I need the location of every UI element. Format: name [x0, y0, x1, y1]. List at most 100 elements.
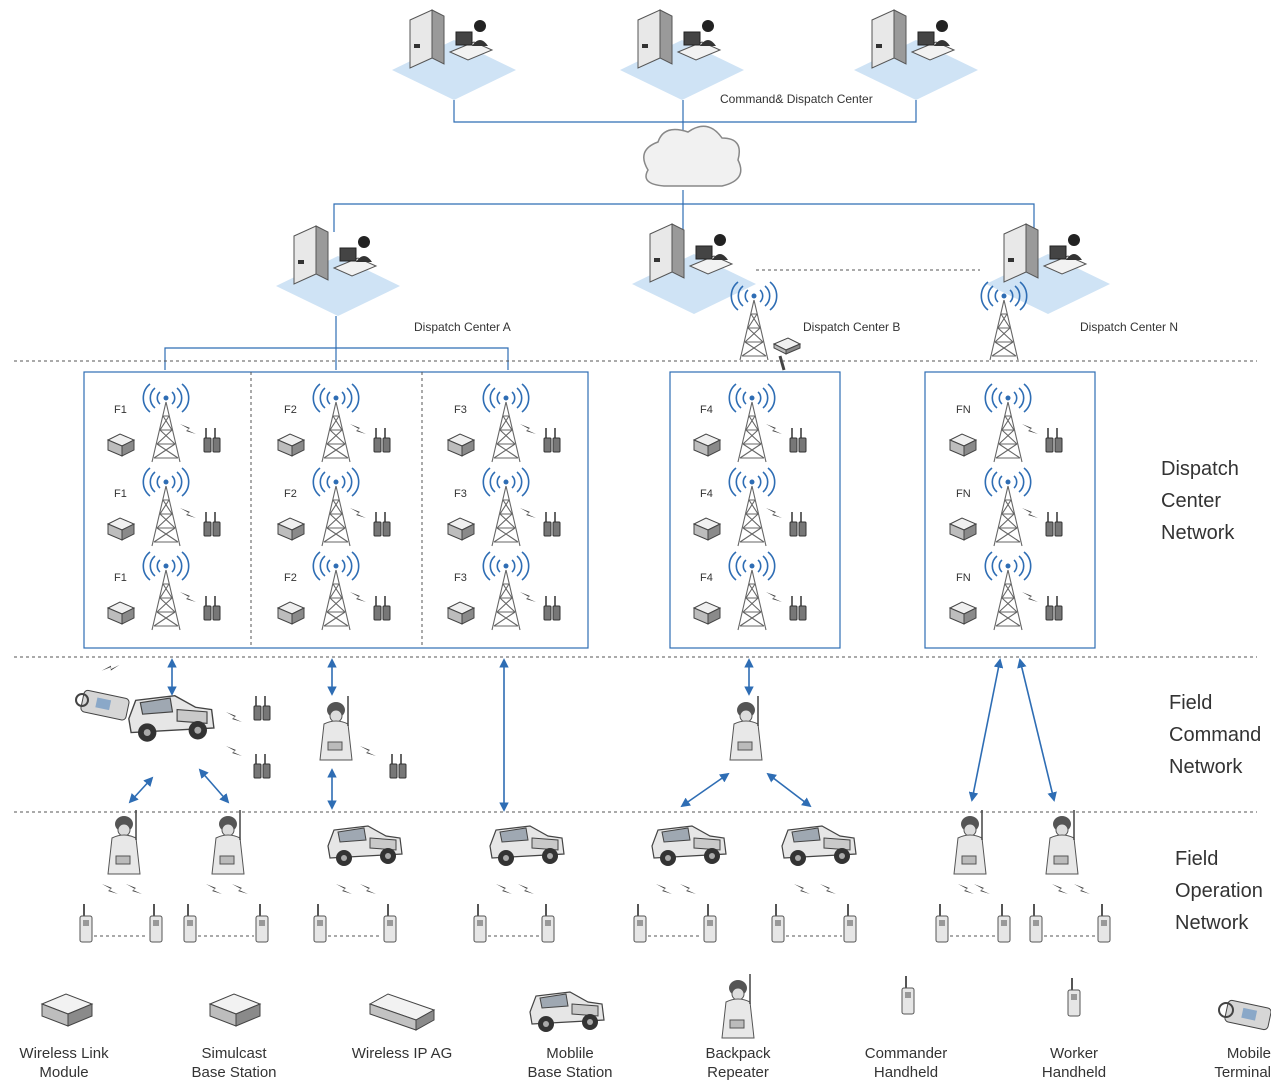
command-dispatch-center-label: Command& Dispatch Center — [720, 92, 873, 106]
handheld-pair-icon — [789, 595, 807, 621]
frequency-label: F3 — [454, 488, 467, 500]
radios-3 — [389, 753, 407, 779]
signal-bolt-icon — [518, 884, 534, 894]
frequency-label: F1 — [114, 404, 127, 416]
base-station-cell — [447, 383, 561, 463]
dispatch-center-b-workstation — [631, 223, 757, 315]
worker-handheld-icon — [149, 903, 163, 943]
simulcast-base-station-icon — [949, 601, 977, 625]
handheld-pair-icon — [1045, 511, 1063, 537]
signal-bolt-icon — [766, 592, 782, 602]
cluster-dividers — [250, 372, 423, 648]
worker-handheld-icon — [633, 903, 647, 943]
radios-2 — [253, 753, 271, 779]
legend-label-wireless-ip-ag: Wireless IP AG — [351, 1045, 453, 1062]
frequency-label: F4 — [700, 488, 713, 500]
worker-handheld-icon — [1029, 903, 1043, 943]
base-station-cell — [277, 467, 391, 547]
signal-bolt-icon — [102, 884, 118, 894]
mobile-terminal-icon — [75, 689, 130, 721]
mobile-base-station-vehicle — [781, 825, 857, 867]
frequency-label: F2 — [284, 488, 297, 500]
signal-bolt-icon — [350, 424, 366, 434]
base-station-cell — [277, 383, 391, 463]
worker-handheld-icon — [473, 903, 487, 943]
tower-icon — [728, 467, 776, 547]
worker-backpack-icon — [1045, 809, 1079, 875]
center-a-links — [164, 316, 509, 370]
signal-bolt-icon — [974, 884, 990, 894]
tower-icon — [482, 551, 530, 631]
signal-bolt-icon — [126, 884, 142, 894]
handheld-pair-icon — [203, 427, 221, 453]
worker-handheld-icon — [255, 903, 269, 943]
handheld-pair-icon — [1045, 595, 1063, 621]
worker-handheld-icon — [383, 903, 397, 943]
worker-handheld-icon — [541, 903, 555, 943]
signal-bolt-icon — [180, 592, 196, 602]
frequency-label: F3 — [454, 572, 467, 584]
mobile-base-station-vehicle — [651, 825, 727, 867]
worker-backpack-icon — [107, 809, 141, 875]
worker-handheld-icon — [997, 903, 1011, 943]
signal-bolt-icon — [820, 884, 836, 894]
center-n-tower — [980, 281, 1028, 361]
command-backpack-person-2 — [729, 695, 763, 761]
tower-icon — [728, 383, 776, 463]
worker-handheld-icon — [703, 903, 717, 943]
signal-bolt-icon — [656, 884, 672, 894]
base-station-cell — [949, 383, 1063, 463]
simulcast-base-station-icon — [447, 517, 475, 541]
signal-bolt-icon — [206, 884, 222, 894]
signal-bolt-icon — [520, 592, 536, 602]
frequency-label: F2 — [284, 404, 297, 416]
base-station-cell — [277, 551, 391, 631]
worker-backpack-icon — [211, 809, 245, 875]
tower-icon — [984, 551, 1032, 631]
simulcast-base-station-icon — [447, 433, 475, 457]
dispatch-center-n-label: Dispatch Center N — [1080, 320, 1179, 334]
frequency-label: FN — [956, 488, 971, 500]
command-workstation-3 — [853, 9, 979, 101]
tower-icon — [142, 551, 190, 631]
signal-bolt-icon — [1022, 508, 1038, 518]
mobile-base-station-vehicle — [489, 825, 565, 867]
worker-handheld-icon — [771, 903, 785, 943]
base-station-cell — [693, 383, 807, 463]
signal-bolt-icon — [496, 884, 512, 894]
tower-icon — [984, 467, 1032, 547]
handheld-pair-icon — [543, 427, 561, 453]
legend-wireless-ip-ag-icon — [368, 993, 436, 1031]
center-b-tower — [730, 281, 778, 361]
mobile-base-station-vehicle — [327, 825, 403, 867]
worker-handheld-icon — [79, 903, 93, 943]
frequency-label: F1 — [114, 572, 127, 584]
base-station-cell — [107, 551, 221, 631]
dispatch-center-b-label: Dispatch Center B — [803, 320, 901, 334]
simulcast-base-station-icon — [949, 517, 977, 541]
field-operation-elements — [79, 809, 1111, 943]
frequency-label: F2 — [284, 572, 297, 584]
handheld-pair-icon — [1045, 427, 1063, 453]
tower-icon — [312, 467, 360, 547]
cloud-icon — [643, 125, 742, 187]
command-workstation-1 — [391, 9, 517, 101]
signal-bolt-icon — [794, 884, 810, 894]
command-links — [333, 100, 1035, 232]
command-jeep — [128, 695, 215, 743]
tower-icon — [482, 467, 530, 547]
signal-bolt-icon — [520, 508, 536, 518]
simulcast-base-station-icon — [277, 517, 305, 541]
signal-bolt-icon — [180, 424, 196, 434]
frequency-label: FN — [956, 404, 971, 416]
legend-mobile-base-station-icon — [529, 991, 605, 1033]
signal-bolt-icon — [1074, 884, 1090, 894]
